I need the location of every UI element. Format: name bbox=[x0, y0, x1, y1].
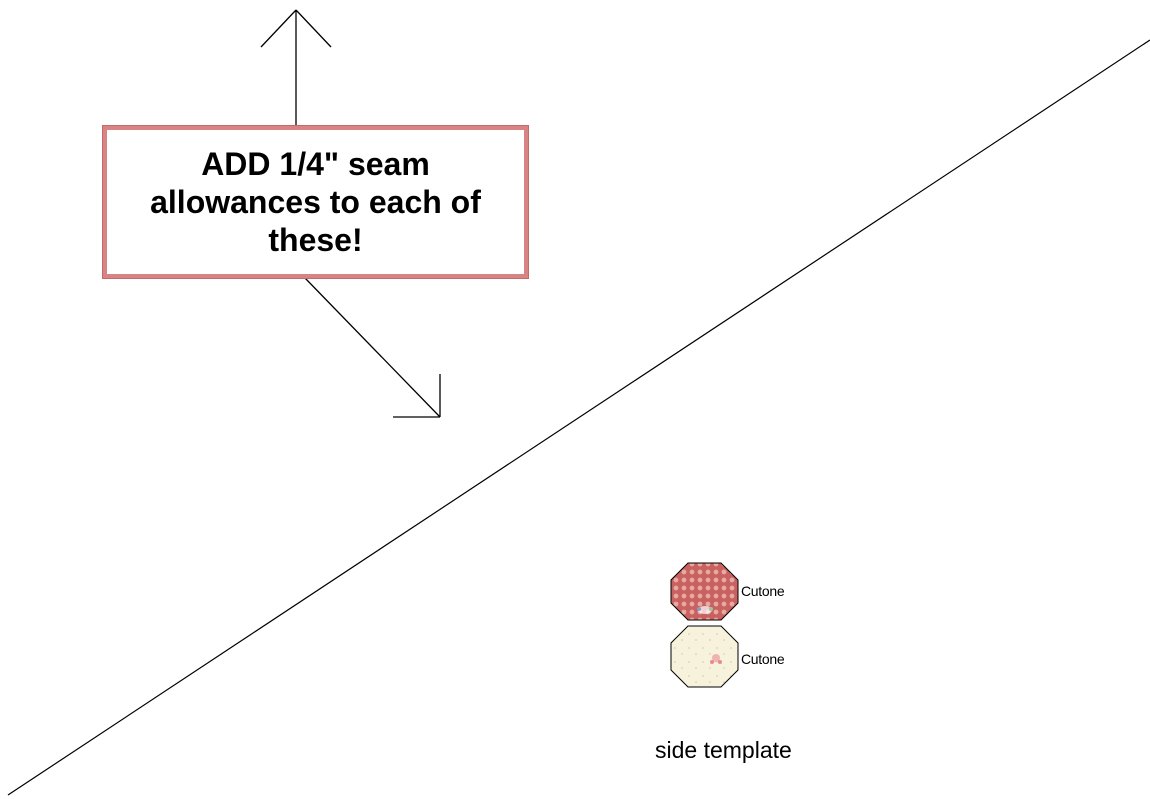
cream-piece-motif bbox=[710, 654, 722, 664]
piece-label-cream: Cutone bbox=[741, 651, 785, 667]
callout-text: ADD 1/4" seam allowances to each of thes… bbox=[150, 146, 481, 258]
down-right-arrow bbox=[304, 277, 441, 418]
up-arrow bbox=[260, 9, 332, 126]
diagonal-line bbox=[7, 39, 1150, 796]
cream-octagon-piece bbox=[670, 625, 739, 688]
red-octagon-piece bbox=[670, 562, 739, 621]
seam-allowance-callout: ADD 1/4" seam allowances to each of thes… bbox=[102, 125, 529, 279]
red-piece-accent bbox=[697, 606, 713, 614]
piece-label-red: Cutone bbox=[741, 583, 785, 599]
template-caption: side template bbox=[655, 737, 792, 763]
